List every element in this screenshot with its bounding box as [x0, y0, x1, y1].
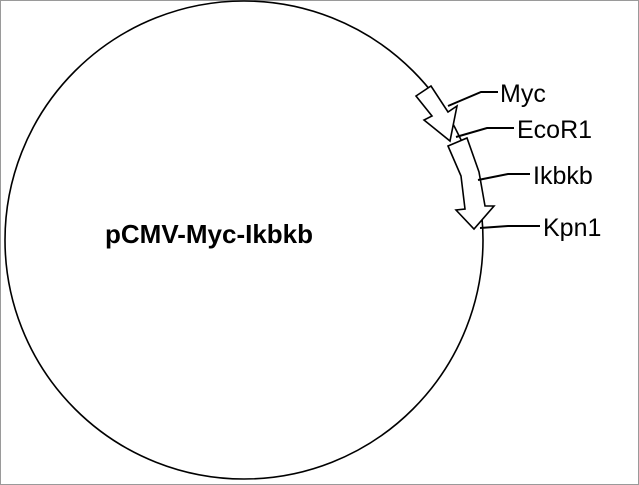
- myc-feature-arrow: [414, 84, 459, 143]
- myc-label: Myc: [500, 80, 546, 108]
- ikbkb-feature-arrow: [446, 136, 496, 231]
- ikbkb-leader-line: [477, 173, 530, 181]
- myc-leader-line: [447, 91, 498, 107]
- plasmid-name: pCMV-Myc-Ikbkb: [105, 219, 313, 249]
- ikbkb-label: Ikbkb: [533, 162, 593, 190]
- ecor1-leader-line: [455, 127, 514, 138]
- kpn1-label: Kpn1: [543, 214, 601, 242]
- kpn1-leader-line: [479, 225, 540, 229]
- plasmid-backbone: [4, 0, 484, 480]
- ecor1-label: EcoR1: [517, 116, 592, 144]
